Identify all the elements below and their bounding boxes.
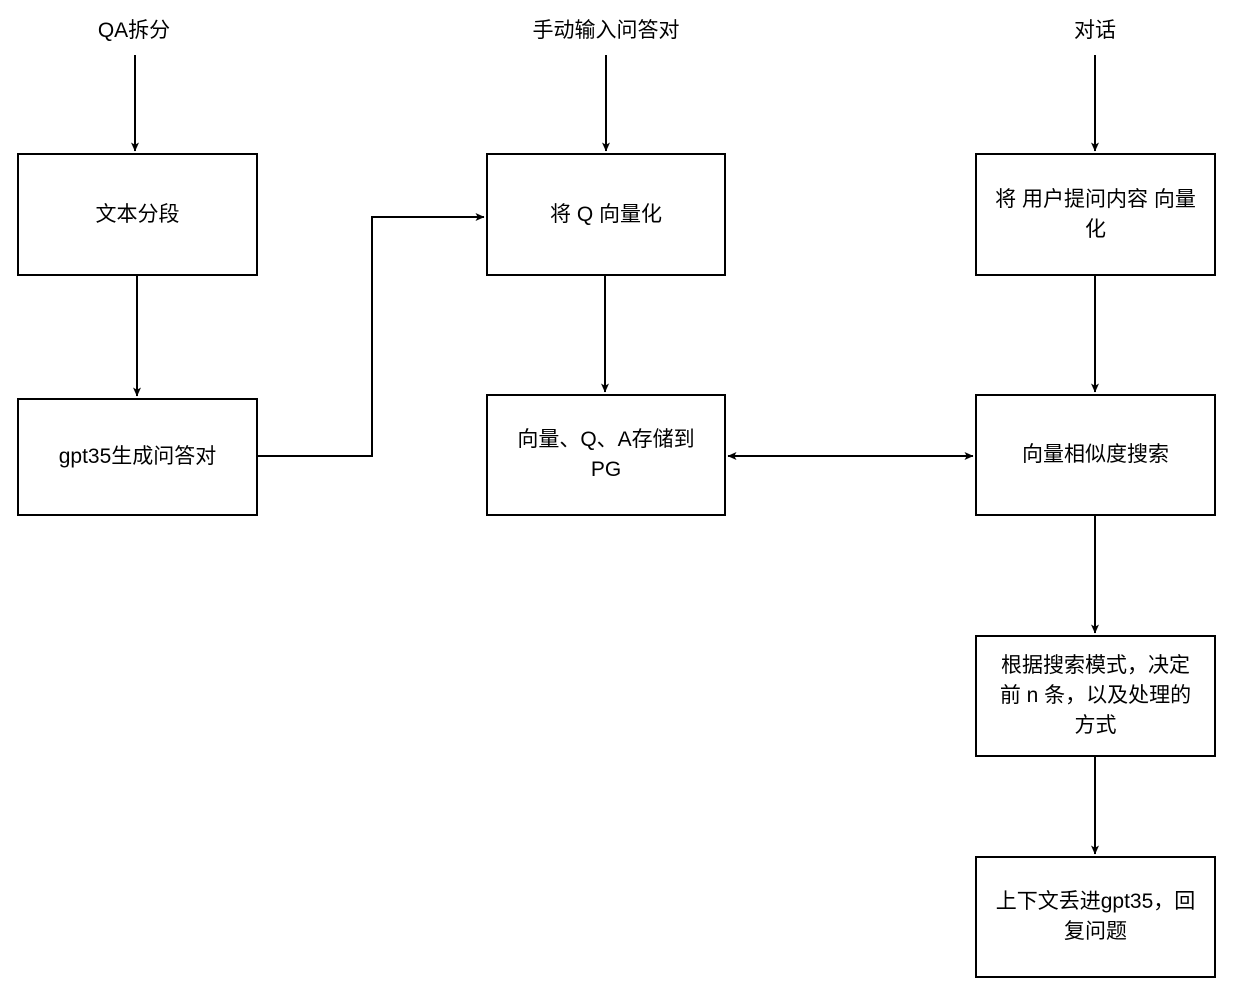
- node-search-mode-decision[interactable]: 根据搜索模式，决定 前 n 条，以及处理的 方式: [975, 635, 1216, 757]
- label-manual-input: 手动输入问答对: [532, 19, 680, 42]
- node-vectorize-user-question[interactable]: 将 用户提问内容 向量 化: [975, 153, 1216, 276]
- node-vectorize-q[interactable]: 将 Q 向量化: [486, 153, 726, 276]
- node-text-split[interactable]: 文本分段: [17, 153, 258, 276]
- node-vector-similarity-search[interactable]: 向量相似度搜索: [975, 394, 1216, 516]
- edge-gpt35-to-vectorize-q: [258, 213, 485, 457]
- node-gpt35-generate-qa[interactable]: gpt35生成问答对: [17, 398, 258, 516]
- node-context-to-gpt35[interactable]: 上下文丢进gpt35，回 复问题: [975, 856, 1216, 978]
- label-qa-split: QA拆分: [97, 19, 171, 42]
- node-store-to-pg[interactable]: 向量、Q、A存储到 PG: [486, 394, 726, 516]
- label-dialogue: 对话: [1074, 19, 1116, 42]
